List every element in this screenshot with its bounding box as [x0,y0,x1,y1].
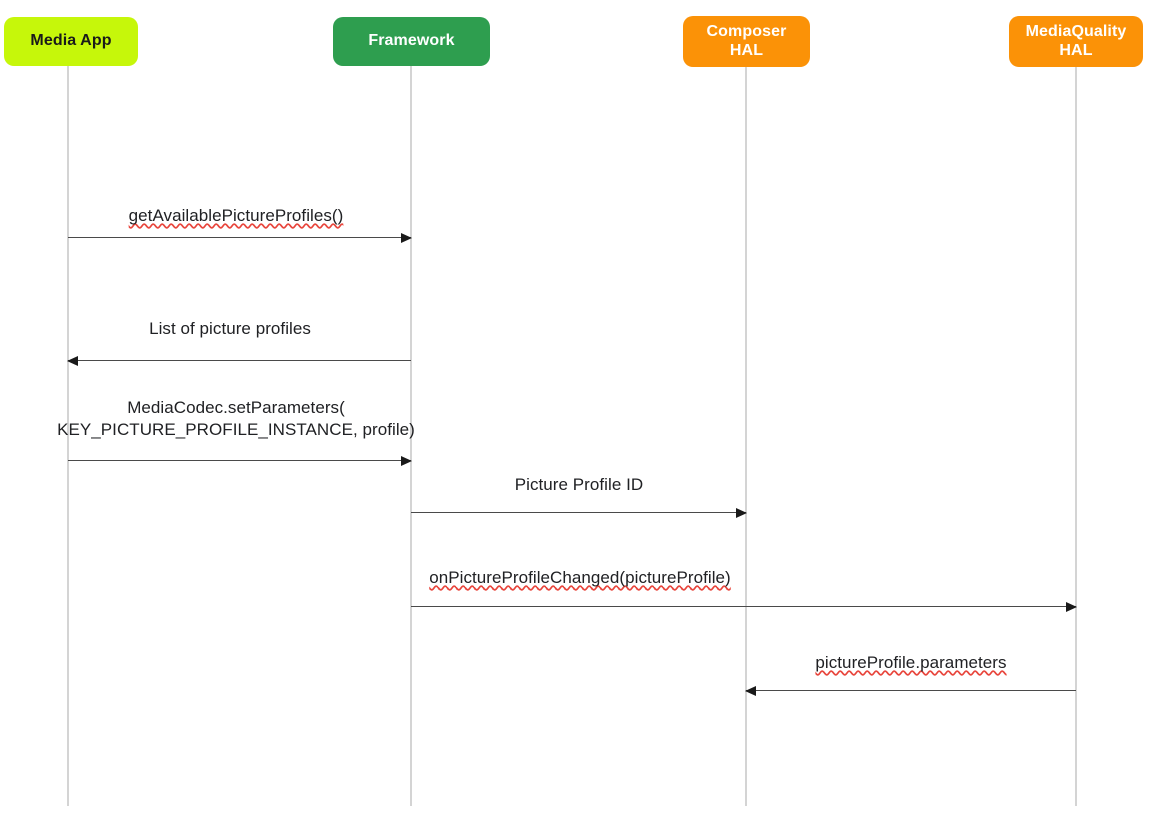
arrow-head-icon [401,232,412,243]
arrow-line [68,360,411,362]
arrow-line [68,460,411,462]
message-arrow-list-of-picture-profiles [67,355,411,366]
message-arrow-get-available-picture-profiles [68,232,412,243]
message-arrow-picture-profile-parameters [745,685,1076,696]
message-label-list-of-picture-profiles: List of picture profiles [149,319,311,338]
arrow-head-icon [745,685,756,696]
arrow-line [68,237,411,239]
participant-composer-hal[interactable]: Composer HAL [683,16,810,67]
participant-mediaquality-hal[interactable]: MediaQuality HAL [1009,16,1143,67]
arrow-head-icon [401,455,412,466]
lifeline-framework [410,66,412,806]
participant-media-app[interactable]: Media App [4,17,138,66]
lifeline-media-app [67,66,69,806]
message-arrow-on-picture-profile-changed [411,601,1077,612]
message-label-get-available-picture-profiles: getAvailablePictureProfiles() [56,205,416,227]
lifeline-composer-hal [745,66,747,806]
message-arrow-picture-profile-id [411,507,747,518]
message-label-picture-profile-id: Picture Profile ID [514,475,644,494]
participant-framework[interactable]: Framework [333,17,490,66]
message-label-on-picture-profile-changed: onPictureProfileChanged(pictureProfile) [370,567,790,589]
arrow-head-icon [736,507,747,518]
spellcheck-underline: getAvailablePictureProfiles() [128,206,344,225]
arrow-line [411,606,1076,608]
message-label-picture-profile-parameters: pictureProfile.parameters [741,652,1081,674]
arrow-line [411,512,746,514]
spellcheck-underline: onPictureProfileChanged(pictureProfile) [429,568,731,587]
arrow-line [746,690,1076,692]
message-label-mediacodec-set-parameters: MediaCodec.setParameters( KEY_PICTURE_PR… [57,398,415,440]
lifeline-mediaquality-hal [1075,66,1077,806]
arrow-head-icon [1066,601,1077,612]
spellcheck-underline: pictureProfile.parameters [815,653,1007,672]
arrow-head-icon [67,355,78,366]
message-arrow-mediacodec-set-parameters [68,455,412,466]
